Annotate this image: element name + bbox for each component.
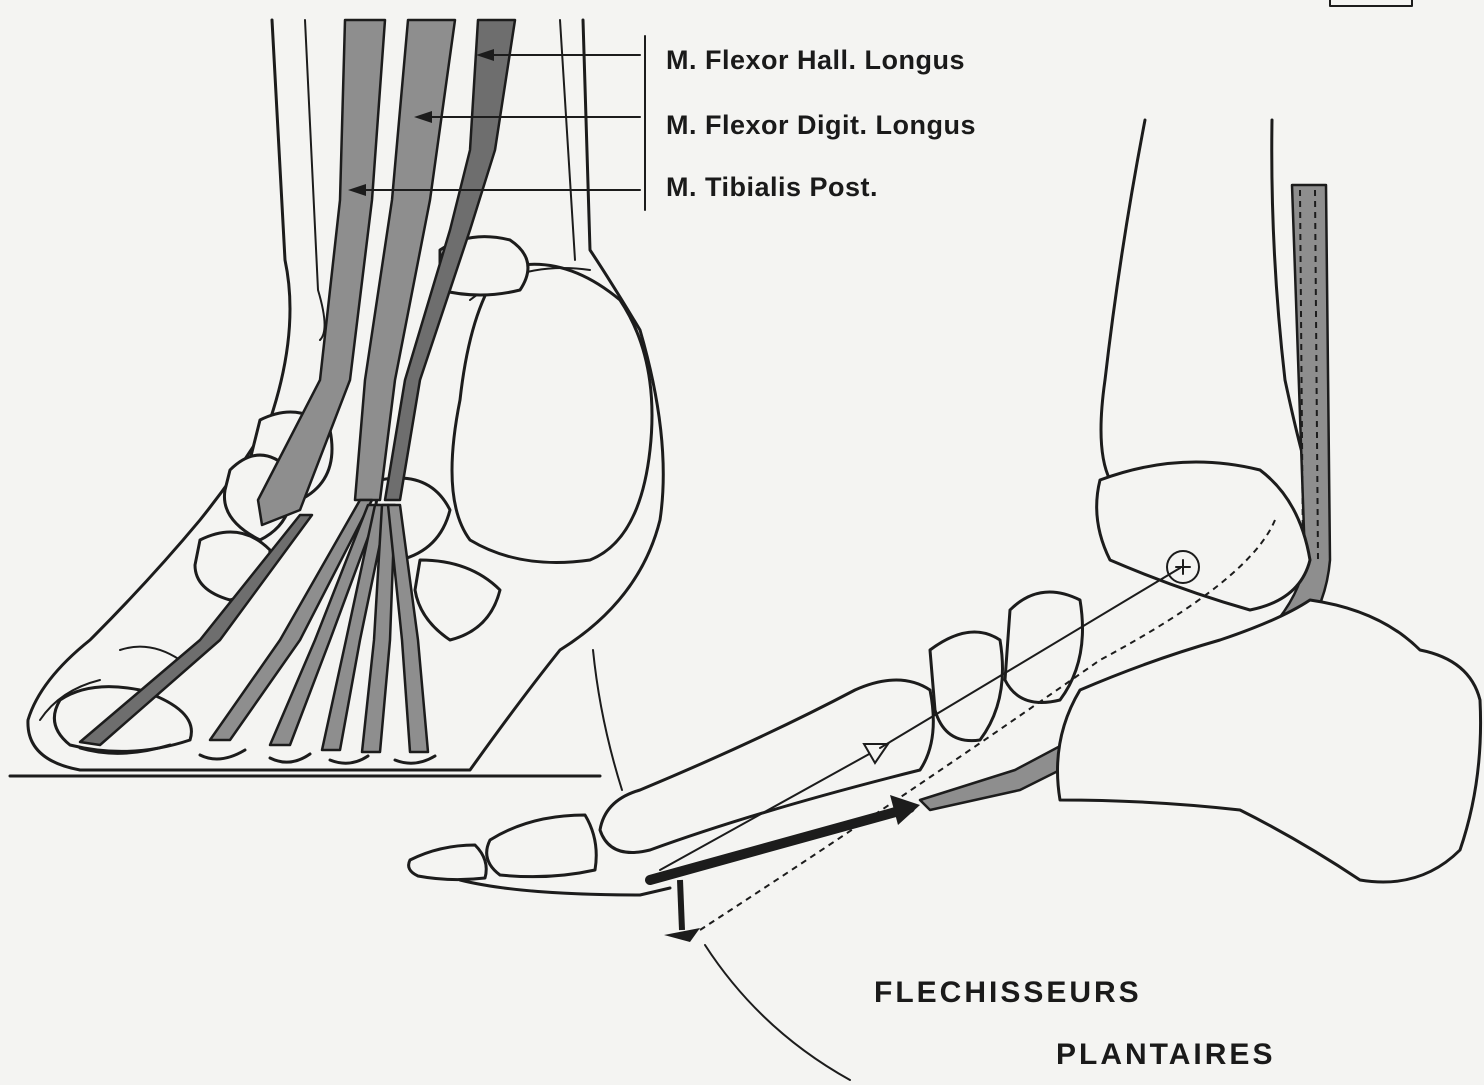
label-tibialis-posterior: M. Tibialis Post. (666, 172, 878, 202)
corner-box (1330, 0, 1412, 6)
label-flexor-digitorum-longus: M. Flexor Digit. Longus (666, 110, 976, 140)
label-flexor-hallucis-longus: M. Flexor Hall. Longus (666, 45, 965, 75)
caption-line2: PLANTAIRES (1056, 1038, 1275, 1071)
caption-line1: FLECHISSEURS (874, 976, 1142, 1009)
left-foot-illustration (10, 20, 663, 776)
right-foot-illustration (409, 120, 1481, 1080)
